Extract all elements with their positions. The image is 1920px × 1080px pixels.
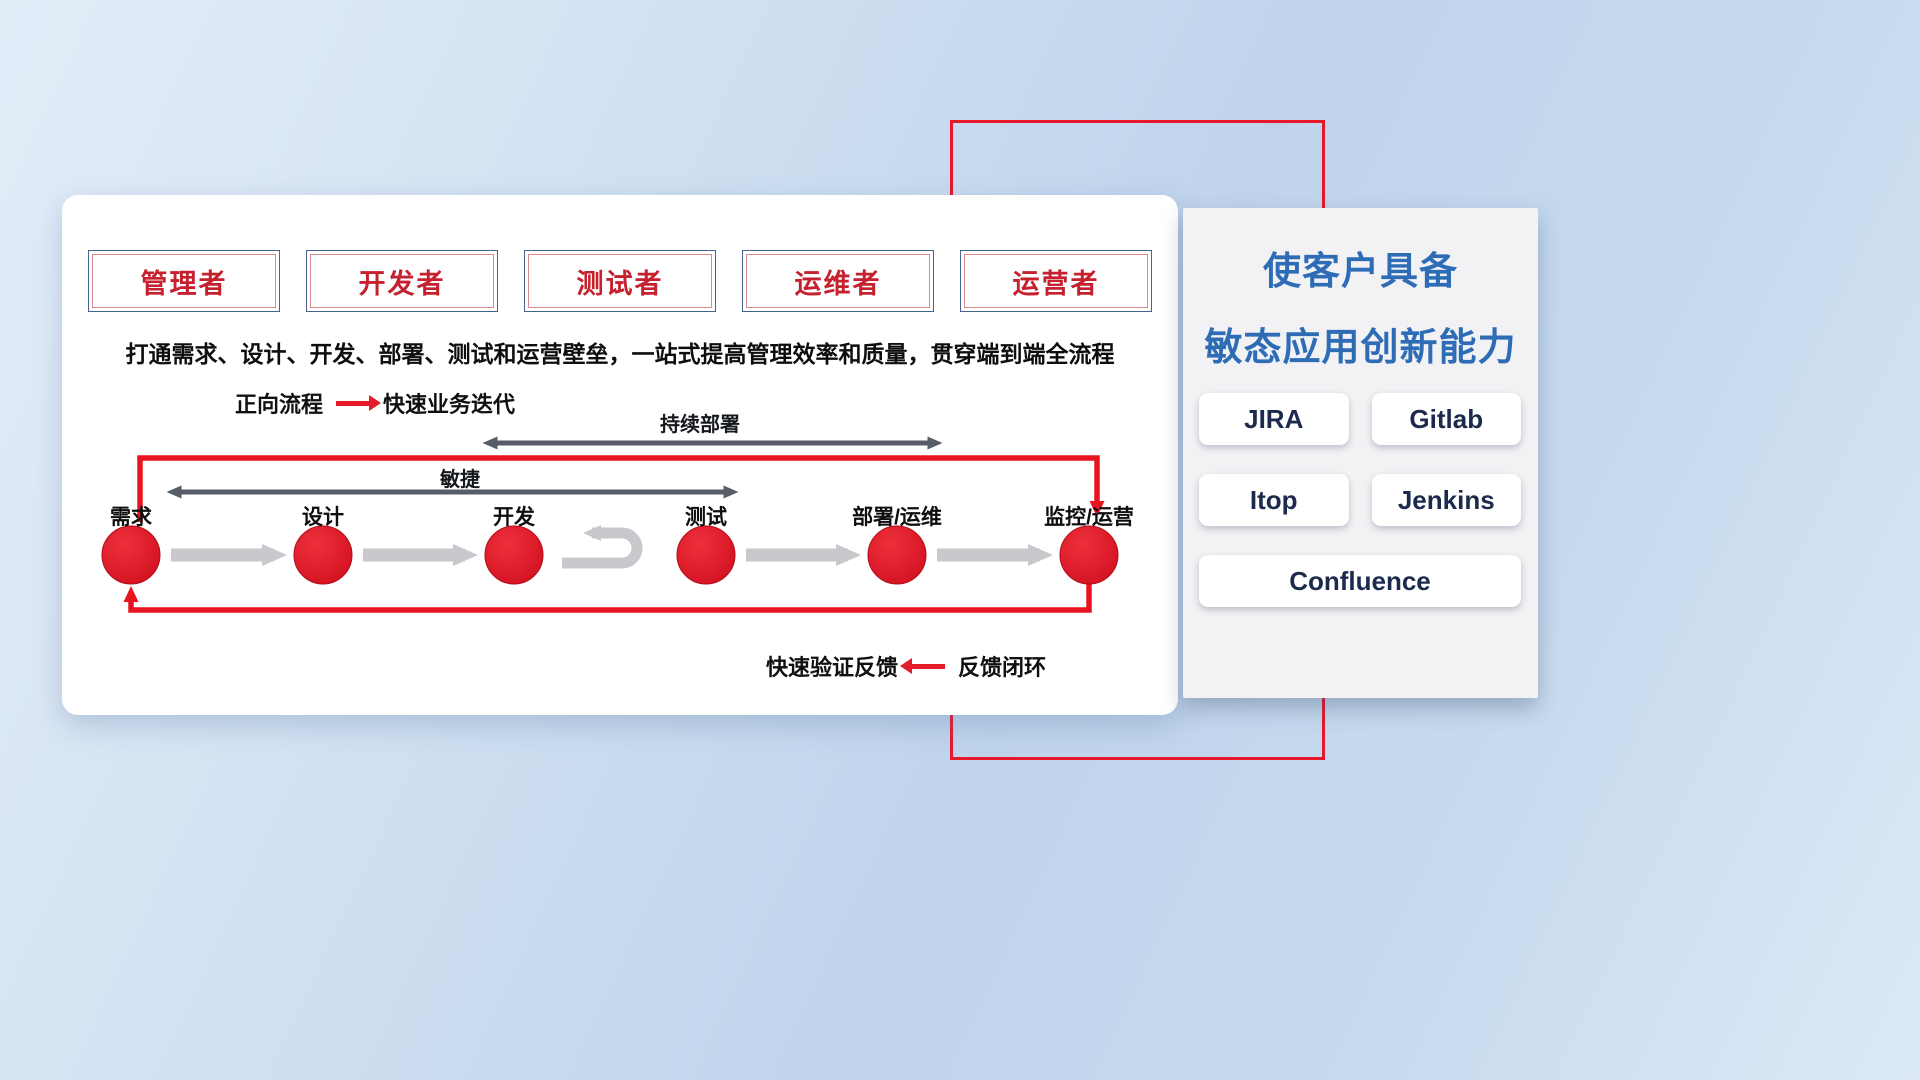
stage-label-requirement: 需求 (110, 506, 152, 529)
capability-panel: 使客户具备 敏态应用创新能力 JIRA Gitlab Itop Jenkins … (1183, 208, 1538, 698)
tool-chip-jira: JIRA (1199, 393, 1349, 445)
loop-feedback-path (123, 584, 1092, 613)
stage-label-design: 设计 (302, 506, 344, 529)
feedback-label: 反馈闭环 (958, 655, 1047, 680)
stage-circle-design (293, 525, 353, 585)
role-box-developer: 开发者 (306, 250, 498, 312)
stage-circle-test (676, 525, 736, 585)
flow-diagram (101, 436, 1119, 613)
tool-chip-confluence: Confluence (1199, 555, 1521, 607)
stage-circle-monitor-ops (1059, 525, 1119, 585)
stage-label-develop: 开发 (493, 506, 535, 529)
panel-title-line2: 敏态应用创新能力 (1204, 327, 1517, 369)
devops-flow-card: 管理者 开发者 测试者 运维者 运营者 打通需求、设计、开发、部署、测试和运营壁… (62, 195, 1178, 715)
legend-feedback: 快速验证反馈 反馈闭环 (766, 650, 1046, 682)
role-label: 开发者 (358, 268, 446, 299)
panel-title: 使客户具备 敏态应用创新能力 (1183, 208, 1538, 386)
forward-arrow-icon (336, 394, 382, 411)
iteration-loop-icon (562, 525, 643, 569)
stage-label-test: 测试 (685, 506, 727, 529)
tool-chip-gitlab: Gitlab (1371, 393, 1521, 445)
role-label: 运维者 (794, 268, 882, 299)
agile-arrow-label: 敏捷 (440, 469, 480, 491)
stage-circle-deploy-ops (867, 525, 927, 585)
stage-circle-develop (484, 525, 544, 585)
role-box-business-operator: 运营者 (960, 250, 1152, 312)
role-row: 管理者 开发者 测试者 运维者 运营者 (88, 250, 1152, 312)
card-subtitle: 打通需求、设计、开发、部署、测试和运营壁垒，一站式提高管理效率和质量，贯穿端到端… (125, 341, 1115, 367)
tool-chip-itop: Itop (1199, 474, 1349, 526)
tool-grid: JIRA Gitlab Itop Jenkins Confluence (1199, 393, 1521, 607)
feedback-arrow-icon (900, 657, 946, 674)
stage-label-monitor-ops: 监控/运营 (1044, 506, 1134, 529)
role-box-tester: 测试者 (524, 250, 716, 312)
panel-title-line1: 使客户具备 (1262, 251, 1458, 293)
loop-forward-path (137, 455, 1105, 522)
continuous-deploy-arrow-label: 持续部署 (660, 414, 740, 436)
legend-forward: 正向流程 快速业务迭代 (235, 387, 515, 419)
stage-circle-requirement (101, 525, 161, 585)
stage-label-deploy-ops: 部署/运维 (852, 506, 942, 529)
role-label: 运营者 (1012, 268, 1100, 299)
role-label: 测试者 (576, 268, 664, 299)
role-box-operator: 运维者 (742, 250, 934, 312)
forward-flow-label: 正向流程 (235, 392, 324, 417)
role-label: 管理者 (140, 268, 228, 299)
forward-flow-desc: 快速业务迭代 (383, 392, 516, 417)
role-box-manager: 管理者 (88, 250, 280, 312)
feedback-desc: 快速验证反馈 (766, 655, 899, 680)
tool-chip-jenkins: Jenkins (1371, 474, 1521, 526)
